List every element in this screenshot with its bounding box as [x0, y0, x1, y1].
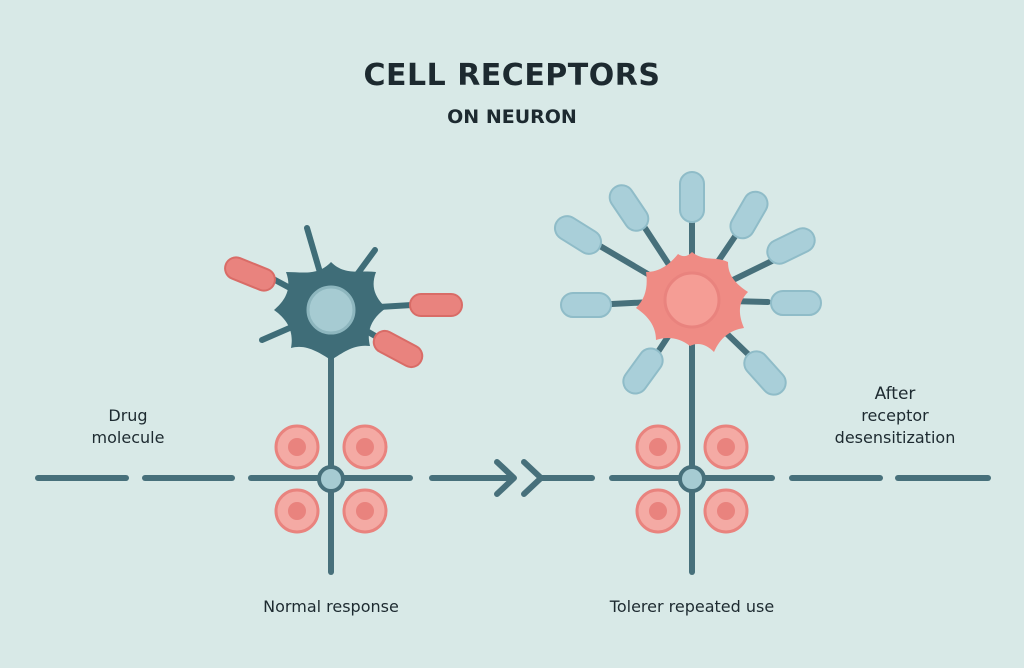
- right-receptor: [560, 292, 612, 318]
- page-title: CELL RECEPTORS: [363, 58, 661, 93]
- right-receptor: [770, 290, 822, 316]
- normal-response-caption: Normal response: [263, 597, 399, 616]
- right-receptor: [743, 350, 787, 396]
- right-synapse-cluster: [635, 424, 749, 534]
- right-receptor: [766, 227, 816, 265]
- drug-molecule-label: Drug molecule: [78, 405, 178, 449]
- right-receptor: [729, 190, 769, 240]
- drug-molecule-label-line: Drug: [108, 406, 148, 425]
- left-neuron: [224, 225, 463, 575]
- right-receptor: [679, 171, 705, 223]
- page-subtitle: ON NEURON: [447, 106, 577, 128]
- left-receptor: [224, 256, 276, 292]
- right-receptors: [553, 171, 822, 396]
- desensitization-label-line: receptor: [861, 406, 929, 425]
- drug-molecule-label-line: molecule: [91, 428, 165, 447]
- repeated-use-caption: Tolerer repeated use: [609, 597, 775, 616]
- right-receptor: [553, 215, 603, 255]
- right-nucleus: [663, 271, 721, 329]
- right-neuron: [553, 171, 822, 575]
- left-nucleus: [306, 285, 356, 335]
- desensitization-label-line: After: [874, 384, 916, 404]
- right-receptor: [608, 184, 650, 232]
- right-junction: [678, 465, 706, 493]
- left-receptor: [372, 329, 424, 369]
- left-junction: [317, 465, 345, 493]
- left-receptor: [409, 293, 463, 317]
- desensitization-label-line: desensitization: [834, 428, 956, 447]
- right-receptor: [622, 347, 664, 395]
- double-chevron-arrow: [494, 459, 544, 497]
- desensitization-label: After receptor desensitization: [820, 383, 970, 449]
- left-synapse-cluster: [274, 424, 388, 534]
